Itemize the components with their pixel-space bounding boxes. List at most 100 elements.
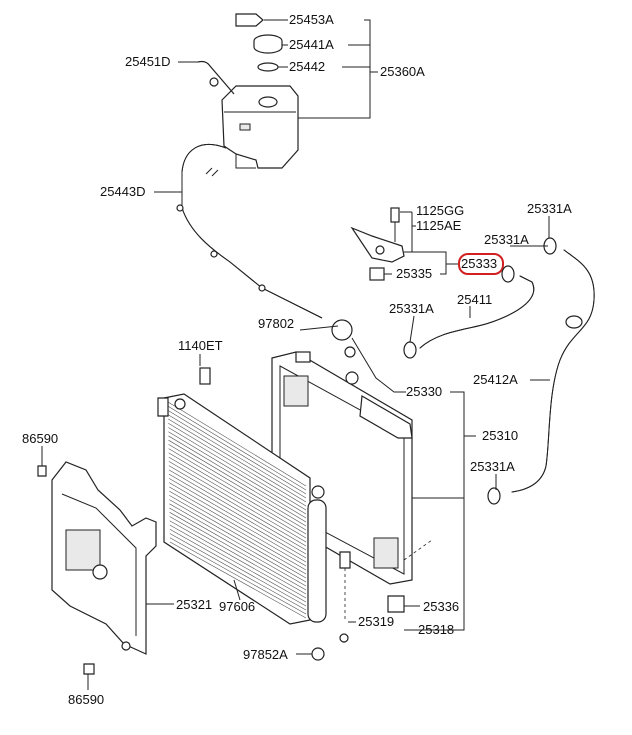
label-tag-part: [235, 13, 264, 27]
overflow-hose: [197, 60, 235, 95]
condenser-fin: [168, 448, 307, 531]
condenser-fin: [168, 414, 307, 499]
condenser-fin: [168, 427, 307, 511]
reservoir-assembly: [176, 13, 323, 319]
condenser-fin: [167, 410, 307, 495]
label-25319: 25319: [358, 614, 394, 629]
condenser-fin: [169, 495, 307, 575]
condenser-fin: [168, 418, 307, 503]
condenser-fin: [168, 431, 307, 515]
condenser-fin: [168, 469, 307, 551]
label-1125GG: 1125GG: [416, 203, 464, 218]
label-97802: 97802: [258, 316, 294, 331]
shroud-panel: [37, 461, 157, 675]
label-25441A: 25441A: [289, 37, 334, 52]
upper-hose: [403, 265, 535, 359]
lower-hose: [487, 216, 595, 505]
radiator-leaders: [299, 325, 476, 631]
highlight-25333: [458, 253, 504, 275]
condenser-fin: [168, 478, 307, 559]
reservoir-tank: [221, 85, 299, 169]
bracket-assembly: [350, 207, 458, 281]
receiver-drier: [307, 499, 327, 623]
reservoir-leaders: [154, 19, 378, 193]
condenser-fin: [169, 529, 307, 607]
radiator-inlet: [345, 371, 359, 385]
condenser-fin: [168, 439, 307, 523]
condenser-fin: [169, 537, 307, 615]
hose-bracket: [350, 226, 405, 263]
radiator-mount-25336: [387, 595, 405, 613]
label-25442: 25442: [289, 59, 325, 74]
shroud-leaders: [41, 446, 174, 690]
label-25310: 25310: [482, 428, 518, 443]
label-1125AE: 1125AE: [416, 218, 462, 233]
label-25443D: 25443D: [100, 184, 146, 199]
condenser-fin: [168, 444, 307, 527]
label-25336: 25336: [423, 599, 459, 614]
condenser-fin: [167, 401, 307, 487]
condenser-fin: [169, 503, 307, 583]
condenser-fin: [169, 490, 307, 571]
condenser-leaders: [199, 354, 312, 655]
condenser-fin: [169, 512, 307, 591]
label-25331A-upper: 25331A: [389, 301, 434, 316]
condenser-fin: [169, 520, 307, 599]
tank-filler-neck: [258, 96, 278, 108]
condenser-fin: [169, 486, 307, 567]
condenser-fin: [168, 435, 307, 519]
hose-clamp: [565, 315, 583, 329]
condenser-fin: [168, 473, 307, 555]
condenser-fin: [168, 461, 307, 543]
condenser-fin: [167, 405, 307, 491]
label-25331A-mid: 25331A: [484, 232, 529, 247]
reservoir-hose: [181, 143, 323, 319]
label-25330: 25330: [406, 384, 442, 399]
shroud-hole: [92, 564, 108, 580]
condenser-fin: [169, 482, 307, 563]
condenser: [157, 367, 327, 661]
label-25412A: 25412A: [473, 372, 518, 387]
label-97606: 97606: [219, 599, 255, 614]
condenser-fins: [167, 401, 307, 619]
bolt-1125GG: [390, 207, 400, 223]
bolt-86590-top: [37, 465, 47, 477]
label-25318: 25318: [418, 622, 454, 637]
hose-clamp: [487, 487, 501, 505]
label-25331A-top-right: 25331A: [527, 201, 572, 216]
insulator-25335: [369, 267, 385, 281]
cap-seal: [257, 62, 279, 72]
reservoir-cap-top: [253, 34, 283, 47]
condenser-fin: [169, 516, 307, 595]
condenser-fin: [168, 456, 307, 539]
condenser-fin: [169, 499, 307, 579]
label-86590-bottom: 86590: [68, 692, 104, 707]
shroud-body: [51, 461, 157, 655]
label-1140ET: 1140ET: [178, 338, 223, 353]
label-25335: 25335: [396, 266, 432, 281]
mount-97852A: [311, 647, 325, 661]
label-25411: 25411: [457, 292, 492, 307]
hose-clamp: [403, 341, 417, 359]
bolt-1140ET: [199, 367, 211, 385]
radiator-top-tank: [359, 395, 413, 439]
hose-clamp: [501, 265, 515, 283]
label-25321: 25321: [176, 597, 212, 612]
condenser-fin: [168, 422, 307, 507]
condenser-fin: [169, 524, 307, 603]
radiator-cap: [331, 319, 353, 341]
label-25331A-lower: 25331A: [470, 459, 515, 474]
condenser-fin: [169, 541, 307, 619]
condenser-fin: [169, 533, 307, 611]
condenser-fin: [169, 507, 307, 587]
condenser-fin: [168, 452, 307, 535]
label-25451D: 25451D: [125, 54, 171, 69]
label-86590-top: 86590: [22, 431, 58, 446]
label-25453A: 25453A: [289, 12, 334, 27]
bolt-86590-bottom: [83, 663, 95, 675]
label-25360A: 25360A: [380, 64, 425, 79]
condenser-fin: [168, 465, 307, 547]
label-25333: 25333: [461, 256, 497, 271]
label-97852A: 97852A: [243, 647, 288, 662]
